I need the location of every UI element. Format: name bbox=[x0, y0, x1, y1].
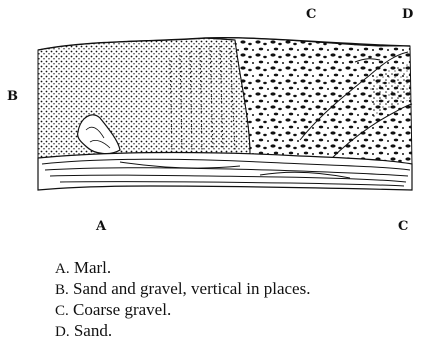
label-d-top: D bbox=[402, 8, 413, 21]
label-c-bottom: C bbox=[398, 220, 408, 233]
legend-item-d: D. Sand. bbox=[55, 321, 310, 342]
label-c-top: C bbox=[306, 8, 316, 21]
legend: A. Marl. B. Sand and gravel, vertical in… bbox=[55, 258, 310, 342]
legend-item-b: B. Sand and gravel, vertical in places. bbox=[55, 279, 310, 300]
layer-b-sand-gravel bbox=[38, 38, 250, 160]
label-a-bottom: A bbox=[96, 220, 106, 233]
legend-item-c: C. Coarse gravel. bbox=[55, 300, 310, 321]
legend-item-a: A. Marl. bbox=[55, 258, 310, 279]
geological-section-figure bbox=[0, 0, 435, 245]
label-b-left: B bbox=[7, 90, 18, 103]
